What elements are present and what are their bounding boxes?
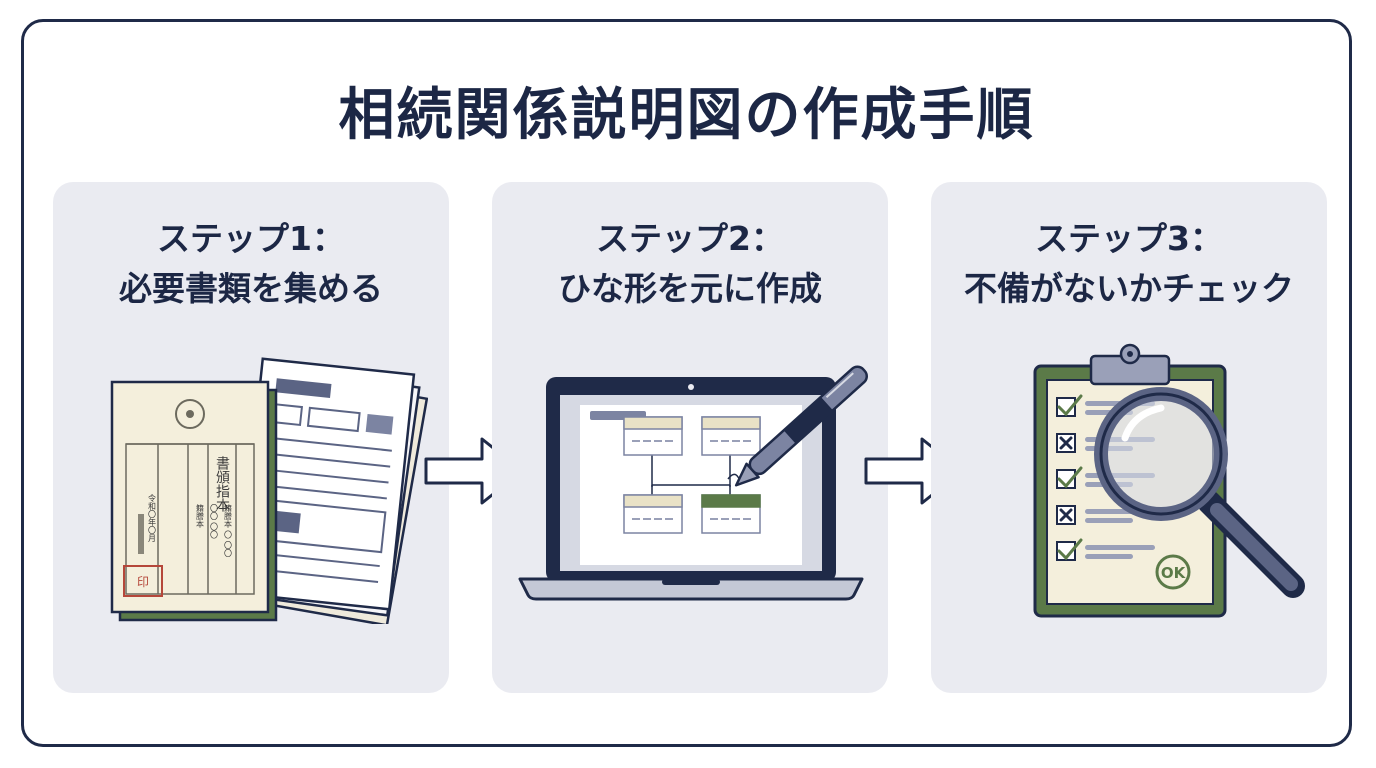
document-line-1: 籍謄本 [196,503,205,529]
stacked-forms-icon [236,357,428,624]
step-2-title: ステップ2： ひな形を元に作成 [492,214,888,314]
step-1-text: 必要書類を集める [119,269,383,308]
family-register-icon: 書頒指本 令和〇年〇月 籍謄本 〇〇 〇〇 籍謄本 〇 〇〇 印 [110,380,270,614]
step-1-title: ステップ1： 必要書類を集める [53,214,449,314]
step-2-text: ひな形を元に作成 [558,269,822,308]
documents-icon: 書頒指本 令和〇年〇月 籍謄本 〇〇 〇〇 籍謄本 〇 〇〇 印 [110,357,428,624]
step-1-label: ステップ1： [157,219,345,258]
cross-icon [1059,508,1073,522]
ok-label: OK [1161,564,1187,582]
step-1-panel: ステップ1： 必要書類を集める [53,182,449,693]
step-2-label: ステップ2： [596,219,784,258]
clipboard-magnifier-icon: OK [1033,343,1305,618]
document-heading: 書頒指本 [214,456,230,512]
check-icon [1057,394,1083,417]
stylus-pen-icon [734,365,868,487]
seal-text: 印 [137,575,149,589]
magnifier-icon [1094,387,1305,598]
document-line-3: 籍謄本 〇 〇〇 [224,503,233,557]
laptop-pen-icon [518,365,868,601]
check-icon [1057,466,1083,489]
step-3-text: 不備がないかチェック [964,269,1294,308]
document-line-2: 〇〇 〇〇 [210,504,219,539]
document-date: 令和〇年〇月 [148,493,157,543]
laptop-icon [518,377,864,601]
step-3-label: ステップ3： [1035,219,1223,258]
step-3-panel: ステップ3： 不備がないかチェック OK [931,182,1327,693]
seal-stamp-icon: 印 [123,565,163,597]
step-2-panel: ステップ2： ひな形を元に作成 [492,182,888,693]
family-tree-icon [590,411,761,534]
ok-badge: OK [1155,554,1191,590]
checklist-item [1056,538,1155,561]
cross-icon [1059,436,1073,450]
diagram-frame: 相続関係説明図の作成手順 ステップ1： 必要書類を集める [21,19,1352,747]
step-3-title: ステップ3： 不備がないかチェック [931,214,1327,314]
page-title: 相続関係説明図の作成手順 [338,83,1035,148]
check-icon [1057,538,1083,561]
